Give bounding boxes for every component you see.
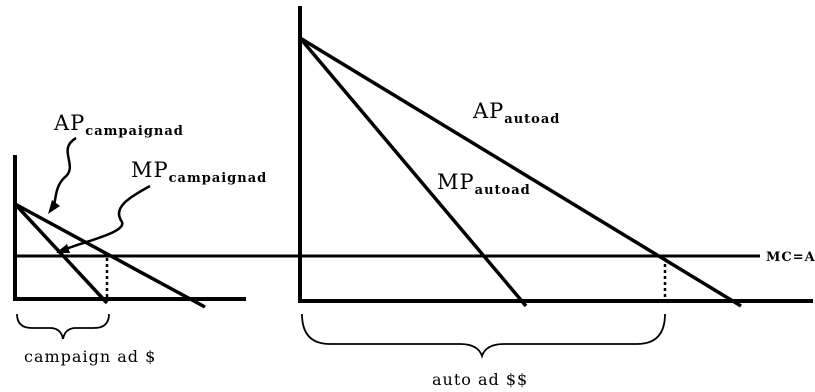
ap-campaign-arrowhead [48, 200, 60, 214]
campaign-axis-label: campaign ad $ [24, 347, 156, 366]
ap-campaign-curve [14, 202, 206, 309]
mp-campaign-arrow [65, 184, 151, 251]
mp-campaign-label: MPcampaignad [131, 158, 267, 186]
auto-brace [301, 313, 666, 359]
mp-campaign-arrowhead [56, 244, 70, 253]
mp-auto-curve [298, 36, 528, 308]
mp-campaign-curve [13, 202, 109, 305]
auto-axis-label: auto ad $$ [432, 370, 528, 389]
ap-auto-curve [299, 36, 742, 308]
ap-auto-label: APautoad [472, 99, 560, 127]
ap-campaign-label: APcampaignad [53, 111, 184, 139]
mp-auto-label: MPautoad [437, 170, 531, 198]
ap-campaign-arrow [52, 136, 77, 207]
mc-ac-label: MC=AC [766, 250, 815, 265]
campaign-brace [16, 313, 110, 340]
